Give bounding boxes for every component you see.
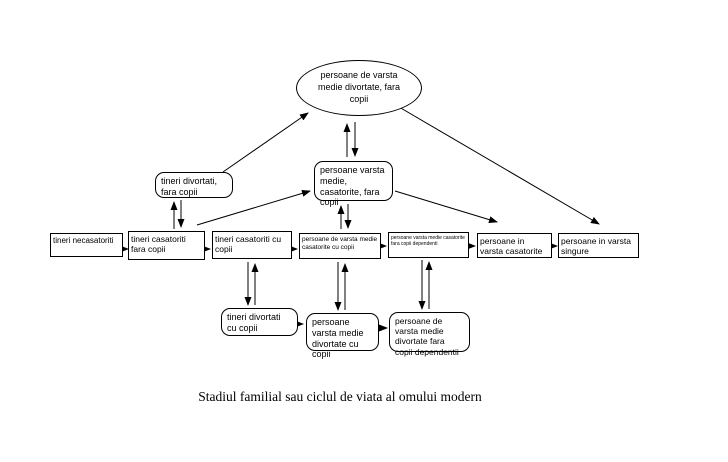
node-label: persoane de varsta medie divortate, fara… (317, 70, 401, 104)
node-middle-age-married-with-children: persoane de varsta medie casatorite cu c… (299, 233, 381, 259)
node-young-unmarried: tineri necasatoriti (50, 233, 123, 257)
node-elderly-single: persoane in varsta singure (558, 233, 639, 258)
arrow-young-divorced-to-ellipse (222, 112, 309, 173)
node-young-divorced-with-children: tineri divortati cu copii (221, 308, 298, 336)
node-label: tineri divortati cu copii (227, 312, 281, 333)
node-label: tineri casatoriti fara copii (131, 234, 186, 255)
node-middle-age-divorced-with-children: persoane varsta medie divortate cu copii (306, 313, 379, 359)
node-label: persoane varsta medie, casatorite, fara … (320, 165, 385, 208)
node-label: persoane varsta medie casatorite fara co… (391, 235, 465, 247)
node-label: persoane in varsta singure (561, 236, 631, 257)
node-label: tineri divortati, fara copii (161, 176, 218, 197)
arrow-ellipse-to-elderly-single (398, 106, 600, 225)
node-label: tineri casatoriti cu copii (215, 234, 282, 255)
node-young-divorced-no-children: tineri divortati, fara copii (155, 172, 233, 198)
node-label: persoane de varsta medie casatorite cu c… (302, 236, 378, 251)
node-young-married-no-children: tineri casatoriti fara copii (128, 231, 205, 260)
node-elderly-married: persoane in varsta casatorite (477, 233, 552, 258)
node-middle-age-married-no-dependent-children: persoane varsta medie casatorite fara co… (388, 232, 469, 258)
node-label: persoane in varsta casatorite (480, 236, 543, 257)
node-young-married-with-children: tineri casatoriti cu copii (212, 231, 292, 259)
arrow-middle-married-to-elderly-married (394, 190, 498, 224)
node-label: tineri necasatoriti (53, 236, 114, 245)
node-label: persoane varsta medie divortate cu copii (312, 317, 364, 360)
node-middle-age-married-no-children: persoane varsta medie, casatorite, fara … (314, 161, 393, 207)
node-middle-age-divorced-no-children-ellipse: persoane de varsta medie divortate, fara… (296, 60, 422, 116)
diagram-caption: Stadiul familial sau ciclul de viata al … (198, 389, 482, 404)
node-label: persoane de varsta medie divortate fara … (395, 316, 459, 357)
node-middle-age-divorced-no-dependent-children: persoane de varsta medie divortate fara … (389, 312, 470, 357)
